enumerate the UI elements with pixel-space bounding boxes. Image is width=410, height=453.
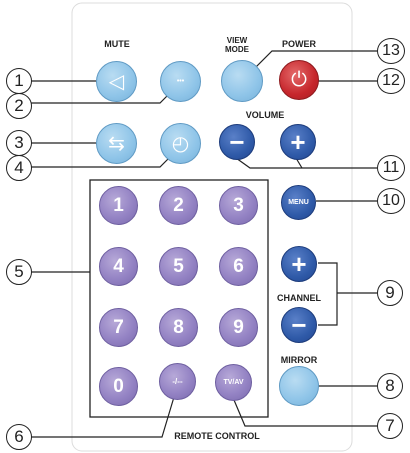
mirror-button[interactable] [279,366,319,406]
callout-4: 4 [6,155,32,181]
callout-7-line [233,399,378,427]
volume-down-button[interactable]: − [219,124,255,160]
minus-icon: − [229,126,245,157]
channel-up-button[interactable]: + [281,246,317,282]
view-mode-label: VIEW MODE [225,36,249,54]
clock-icon: ◴ [171,133,190,155]
digit-6-button[interactable]: 6 [219,247,258,286]
digit-2-button[interactable]: 2 [159,186,198,225]
plus-icon: + [290,126,306,157]
callout-5: 5 [6,259,32,285]
digit-7-button[interactable]: 7 [99,308,138,347]
volume-up-button[interactable]: + [280,124,316,160]
mute-label: MUTE [104,39,130,49]
callout-13-line [253,50,377,70]
power-label: POWER [281,39,317,49]
callout-3: 3 [6,130,32,156]
dots-button[interactable]: ••• [160,61,201,102]
callout-6: 6 [6,424,32,450]
digit-0-button[interactable]: 0 [99,367,138,406]
timer-button[interactable]: ◴ [160,123,201,164]
callout-12: 12 [377,68,405,94]
menu-button-label: MENU [288,199,309,206]
callout-13: 13 [377,38,405,64]
digit-9-button[interactable]: 9 [219,308,258,347]
channel-down-button[interactable]: − [281,307,317,343]
dash-button-label: -/-- [172,377,183,386]
mirror-label: MIRROR [280,355,318,365]
callout-6-line [31,396,175,438]
number-pad-frame [89,179,269,418]
callout-2: 2 [6,93,32,119]
remote-control-label: REMOTE CONTROL [174,431,260,441]
power-button[interactable]: ⏻ [279,60,319,100]
swap-icon: ⇆ [108,133,125,155]
plus-icon: + [291,248,307,279]
volume-label: VOLUME [245,110,285,120]
dash-button[interactable]: -/-- [159,363,196,400]
mute-button[interactable]: ◁ [96,61,137,102]
callout-1: 1 [6,68,32,94]
callout-11: 11 [377,155,405,181]
callout-8: 8 [377,373,403,399]
callout-7: 7 [377,413,403,439]
remote-outline [71,2,353,452]
digit-4-button[interactable]: 4 [99,247,138,286]
callout-11-line-a [235,157,377,169]
callout-10: 10 [377,188,405,214]
digit-3-button[interactable]: 3 [219,186,258,225]
dots-icon: ••• [176,78,185,85]
tv-av-button-label: TV/AV [223,379,244,386]
digit-5-button[interactable]: 5 [159,247,198,286]
channel-label: CHANNEL [277,293,321,303]
menu-button[interactable]: MENU [281,185,316,220]
digit-8-button[interactable]: 8 [159,308,198,347]
digit-1-button[interactable]: 1 [99,186,138,225]
callout-9: 9 [377,280,403,306]
minus-icon: − [291,309,307,340]
callout-9-bracket [318,262,338,326]
swap-button[interactable]: ⇆ [96,123,137,164]
tv-av-button[interactable]: TV/AV [215,364,252,401]
speaker-mute-icon: ◁ [108,71,125,93]
power-icon: ⏻ [291,68,307,91]
view-mode-button[interactable] [221,60,263,102]
